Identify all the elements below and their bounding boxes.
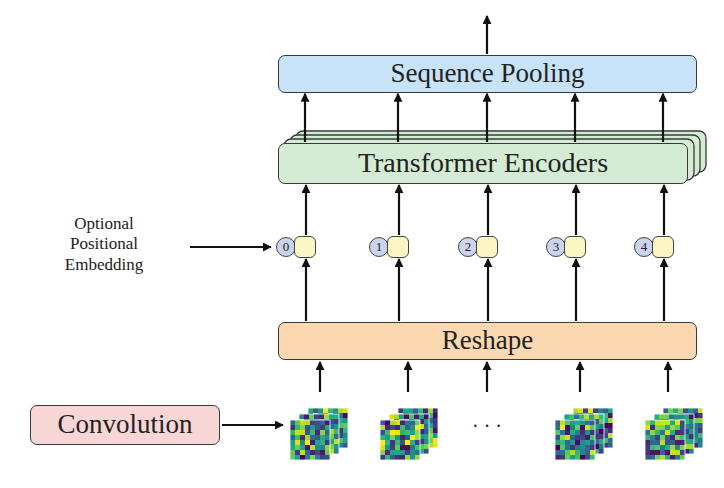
position-circle: 2 bbox=[458, 237, 478, 257]
token-square bbox=[294, 236, 316, 258]
flow-arrow bbox=[487, 259, 489, 321]
box-label: Reshape bbox=[442, 326, 533, 356]
token-square bbox=[476, 236, 498, 258]
box-label: Transformer Encoders bbox=[358, 148, 608, 179]
flow-arrow bbox=[575, 259, 577, 321]
flow-arrow bbox=[305, 259, 307, 321]
flow-arrow bbox=[663, 185, 665, 235]
position-token: 3 bbox=[546, 236, 586, 258]
position-index: 4 bbox=[641, 240, 648, 254]
position-index: 3 bbox=[553, 240, 560, 254]
position-index: 2 bbox=[465, 240, 472, 254]
token-square bbox=[564, 236, 586, 258]
position-token: 2 bbox=[458, 236, 498, 258]
convolution-arrow bbox=[222, 424, 283, 426]
feature-maps bbox=[290, 408, 703, 460]
position-token: 0 bbox=[276, 236, 316, 258]
position-circle: 3 bbox=[546, 237, 566, 257]
pooling-box: Sequence Pooling bbox=[278, 55, 697, 93]
embedding-arrow bbox=[190, 246, 271, 248]
position-token: 4 bbox=[634, 236, 674, 258]
flow-arrow bbox=[305, 185, 307, 235]
flow-arrow bbox=[304, 94, 306, 142]
position-token: 1 bbox=[369, 236, 409, 258]
flow-arrow bbox=[398, 185, 400, 235]
flow-arrow bbox=[397, 94, 399, 142]
position-circle: 1 bbox=[369, 237, 389, 257]
position-index: 0 bbox=[283, 240, 290, 254]
flow-arrow bbox=[662, 94, 664, 142]
reshape-box: Reshape bbox=[278, 322, 697, 360]
token-square bbox=[387, 236, 409, 258]
position-circle: 4 bbox=[634, 237, 654, 257]
flow-arrow bbox=[487, 185, 489, 235]
convolution-box: Convolution bbox=[30, 405, 220, 445]
ellipsis: · · · bbox=[455, 414, 519, 438]
position-circle: 0 bbox=[276, 237, 296, 257]
flow-arrow bbox=[574, 94, 576, 142]
encoder-box: Transformer Encoders bbox=[278, 143, 688, 184]
flow-arrow bbox=[398, 259, 400, 321]
flow-arrow bbox=[663, 259, 665, 321]
output-arrow bbox=[486, 16, 488, 54]
feature-arrows bbox=[320, 362, 668, 392]
token-square bbox=[652, 236, 674, 258]
position-index: 1 bbox=[376, 240, 383, 254]
box-label: Sequence Pooling bbox=[390, 59, 584, 89]
flow-arrow bbox=[575, 185, 577, 235]
annotation-label: Optional Positional Embedding bbox=[48, 214, 160, 275]
flow-arrow bbox=[486, 94, 488, 142]
box-label: Convolution bbox=[57, 410, 192, 440]
